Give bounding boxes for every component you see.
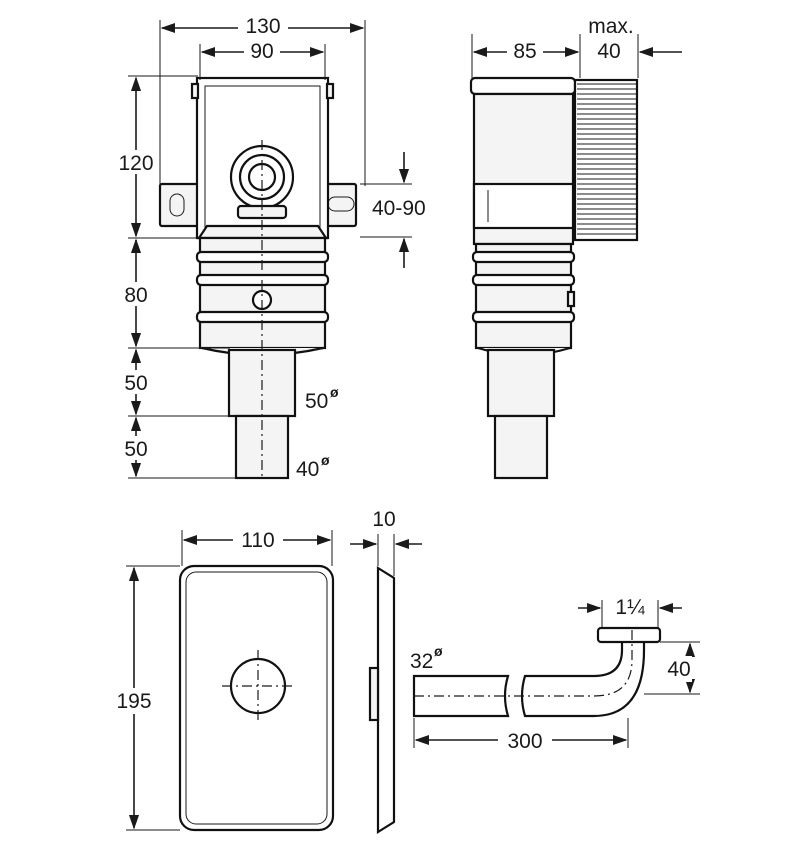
cover-plate-side [368,566,396,834]
bracket-slot-left [169,193,185,217]
cover-plate-front [178,564,335,832]
cover-side-profile [376,566,396,834]
cover-plate-inner [185,571,328,825]
side-dimensions: 85 max. 40 [471,15,682,78]
diameter-symbol-upper: ø [330,384,339,400]
side-pipe-upper [486,348,556,418]
dim-label-1-1-4: 1¼ [615,596,645,619]
pipe-centerline [414,630,633,697]
side-bracket [472,182,575,230]
front-view [158,76,358,480]
dim-label-120: 120 [118,152,153,175]
side-view [469,76,639,480]
pipe-dimensions: 32 ø 300 1¼ 40 [410,596,700,753]
dim-label-40-90: 40-90 [372,197,426,220]
box-tab-right [325,82,335,100]
drain-pipe [412,626,662,718]
dim-label-50-upper: 50 [124,372,147,395]
dim-label-max: max. [588,15,634,38]
dim-label-195: 195 [116,690,151,713]
front-dimensions: 130 90 120 80 50 50 40-90 50 ø 40 ø [114,14,426,481]
dim-label-110: 110 [241,529,274,552]
side-pipe-lower [493,414,549,480]
dim-label-10: 10 [372,508,395,531]
dim-label-50-lower: 50 [124,438,147,461]
cover-dimensions: 110 195 [108,528,333,831]
dim-label-80: 80 [124,284,147,307]
pipe-lower-dia-label: 40 [296,458,319,481]
side-ring-2 [471,273,576,287]
dim-label-max-40: 40 [597,40,620,63]
dim-label-90: 90 [250,40,273,63]
diameter-symbol-lower: ø [321,452,330,468]
side-thread-block [573,78,639,242]
dim-label-130: 130 [245,15,280,38]
side-plug [566,290,576,308]
side-top-cap [469,76,577,96]
dim-label-40-elbow: 40 [667,658,690,681]
dim-label-85: 85 [513,40,536,63]
side-ribs [573,78,639,242]
box-tab-left [190,82,200,100]
elbow-thread-nut [596,626,662,644]
cover-side-boss [368,666,380,722]
side-ring-3 [471,310,576,324]
pipe-upper-dia-label: 50 [305,390,328,413]
thickness-dimension: 10 [350,508,422,576]
side-ring-1 [471,250,576,264]
dim-label-300: 300 [507,730,542,753]
pipe-elbow-segment [520,638,646,718]
pipe-dia-label: 32 [410,650,433,673]
pipe-dia-symbol: ø [434,643,443,659]
